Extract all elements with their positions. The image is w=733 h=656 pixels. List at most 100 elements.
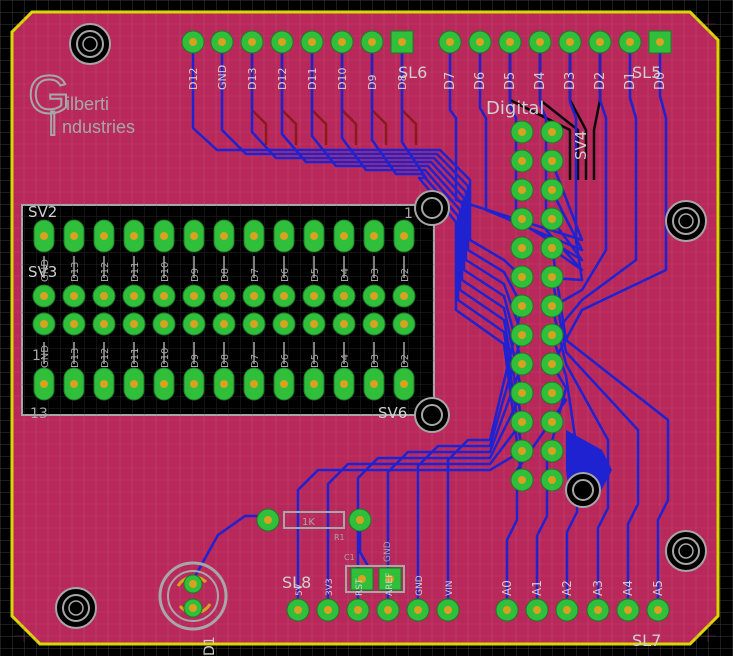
sv3-pad xyxy=(182,284,206,308)
sv2-pad xyxy=(123,219,145,253)
sl8-pad xyxy=(316,598,340,622)
sl8-pad xyxy=(406,598,430,622)
trace xyxy=(416,334,524,608)
sv3-pad xyxy=(242,284,266,308)
sl7-pad xyxy=(586,598,610,622)
logo-line-2: ndustries xyxy=(62,117,135,137)
sl8-pin-label: 5V xyxy=(295,583,305,596)
digital-label: Digital xyxy=(486,98,544,119)
sl7-label: SL7 xyxy=(632,631,661,650)
sv4-pad xyxy=(540,120,564,144)
sv2-pad xyxy=(393,219,415,253)
sl6-pad xyxy=(330,30,354,54)
sv6-pad xyxy=(273,367,295,401)
sl6-pad xyxy=(300,30,324,54)
sv6-pad xyxy=(303,367,325,401)
sv6-pad xyxy=(333,367,355,401)
sv3-pad xyxy=(392,284,416,308)
strip-label-bottom: GND xyxy=(40,345,51,368)
sv3-pad xyxy=(92,312,116,336)
sl7-pin-label: A2 xyxy=(560,580,574,596)
strip-label-top: GND xyxy=(40,259,51,282)
sl8-pad xyxy=(376,598,400,622)
sv4-pad xyxy=(540,381,564,405)
sv3-pad xyxy=(272,312,296,336)
strip-label-top: D12 xyxy=(100,262,111,282)
sv3-pad xyxy=(32,312,56,336)
strip-label-top: D10 xyxy=(160,262,171,282)
sv6-label: SV6 xyxy=(378,404,407,422)
sl6-pin-label: D11 xyxy=(306,68,319,90)
sl6-pad xyxy=(270,30,294,54)
sl5-pin-label: D2 xyxy=(593,72,608,90)
sl5-pad xyxy=(588,30,612,54)
sv2-pad xyxy=(183,219,205,253)
sv3-pad xyxy=(302,312,326,336)
sl5-pin-label: D5 xyxy=(503,72,518,90)
strip-label-top: D4 xyxy=(340,268,351,282)
sv3-pad xyxy=(362,312,386,336)
resistor-pad xyxy=(348,508,372,532)
sv3-pad xyxy=(392,312,416,336)
tooling-hole xyxy=(414,397,450,433)
sv4-pad xyxy=(510,352,534,376)
sv2-label: SV2 xyxy=(28,203,57,221)
strip-label-bottom: D9 xyxy=(190,354,201,368)
trace xyxy=(296,449,523,608)
sl6-pin-label: D10 xyxy=(336,68,349,90)
sv3-pad xyxy=(92,284,116,308)
resistor-pad xyxy=(256,508,280,532)
sv3-pad xyxy=(122,312,146,336)
trace xyxy=(551,44,638,337)
sl7-pad xyxy=(555,598,579,622)
capacitor-c1: C1 GND xyxy=(344,541,405,593)
strip-label-bottom: D8 xyxy=(220,354,231,368)
sv3-pad xyxy=(122,284,146,308)
sv2-pad xyxy=(243,219,265,253)
sl6-pin-label: D8 xyxy=(396,75,409,90)
sv3-pad xyxy=(332,312,356,336)
sl7-pad xyxy=(495,598,519,622)
row-right-label: 1 xyxy=(404,206,413,222)
sv6-pad xyxy=(243,367,265,401)
sl5-pad xyxy=(558,30,582,54)
sv4-pad xyxy=(540,468,564,492)
mounting-holes xyxy=(55,23,707,629)
sv6-pad xyxy=(93,367,115,401)
strip-label-bottom: D3 xyxy=(370,354,381,368)
sl8-pad xyxy=(286,598,310,622)
capacitor-pad xyxy=(350,567,374,591)
sl6-pad xyxy=(210,30,234,54)
strip-label-bottom: D10 xyxy=(160,348,171,368)
sl7-pin-label: A3 xyxy=(591,580,605,596)
sv6-pad xyxy=(183,367,205,401)
row-bottom-label: 13 xyxy=(30,406,48,422)
sv3-pad xyxy=(152,312,176,336)
sv2-pad xyxy=(93,219,115,253)
trace xyxy=(551,44,584,282)
strip-label-top: D5 xyxy=(310,268,321,282)
strip-label-bottom: D6 xyxy=(280,354,291,368)
sv3-pad xyxy=(152,284,176,308)
strip-label-top: D9 xyxy=(190,268,201,282)
sl5-pad xyxy=(438,30,462,54)
capacitor-value: GND xyxy=(383,541,393,562)
sv3-pad xyxy=(32,284,56,308)
sv3-pad xyxy=(62,312,86,336)
sv4-pad xyxy=(540,265,564,289)
sv6-pad xyxy=(153,367,175,401)
sl7-pad xyxy=(616,598,640,622)
sl8-pin-label: RST xyxy=(355,578,365,596)
trace xyxy=(310,44,524,394)
sl5-pad xyxy=(648,30,672,54)
led-pad xyxy=(183,574,203,594)
strip-label-bottom: D4 xyxy=(340,354,351,368)
trace xyxy=(538,44,584,272)
sv4-pad xyxy=(540,178,564,202)
pads-layer xyxy=(32,30,672,622)
sv3-pad xyxy=(242,312,266,336)
strip-label-bottom: D7 xyxy=(250,354,261,368)
sl8-pad xyxy=(436,598,460,622)
logo: G I ilberti ndustries xyxy=(27,64,135,144)
sv2-pad xyxy=(33,219,55,253)
